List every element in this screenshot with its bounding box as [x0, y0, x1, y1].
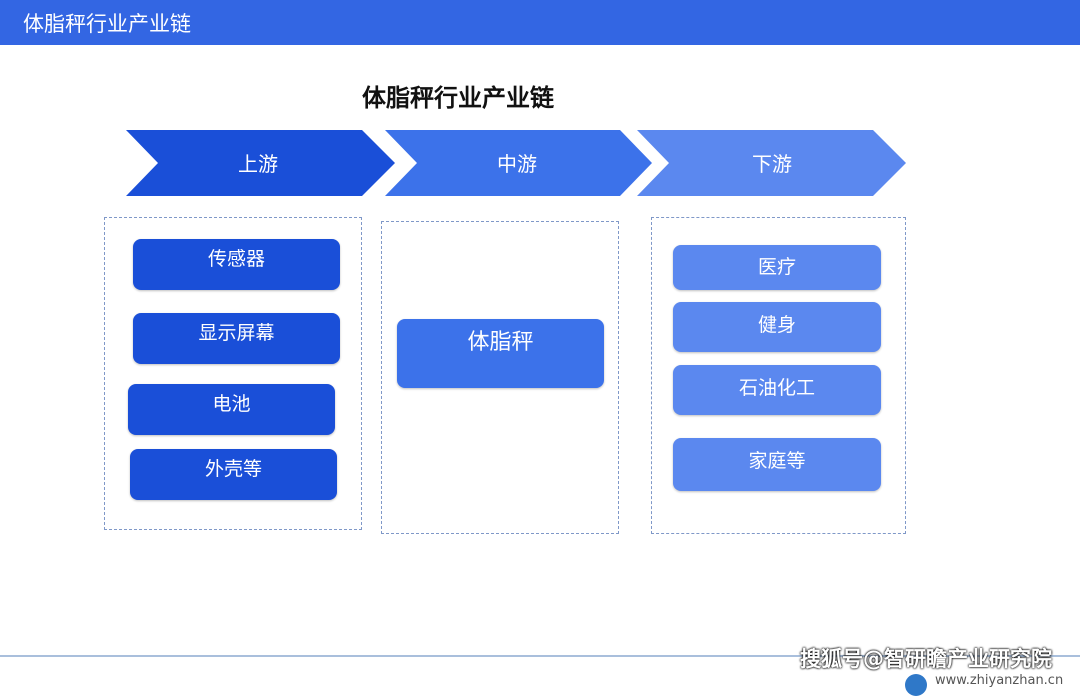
arrow-midstream — [385, 130, 652, 196]
upstream-column — [104, 217, 362, 530]
footer-watermark: 搜狐号@智研瞻产业研究院 — [800, 647, 1052, 671]
upstream-item: 外壳等 — [130, 449, 337, 500]
footer-url: www.zhiyanzhan.cn — [935, 673, 1064, 688]
downstream-item: 医疗 — [673, 245, 881, 290]
midstream-column — [381, 221, 619, 534]
downstream-item: 石油化工 — [673, 365, 881, 415]
upstream-item: 显示屏幕 — [133, 313, 340, 364]
arrow-downstream — [637, 130, 906, 196]
upstream-item: 电池 — [128, 384, 335, 435]
header-bar: 体脂秤行业产业链 — [0, 0, 1080, 45]
stage-label-downstream: 下游 — [752, 152, 792, 176]
upstream-item: 传感器 — [133, 239, 340, 290]
diagram-title: 体脂秤行业产业链 — [362, 83, 554, 112]
stage-label-upstream: 上游 — [238, 152, 278, 176]
logo-icon — [905, 674, 927, 696]
footer-divider — [0, 655, 1080, 657]
downstream-item: 家庭等 — [673, 438, 881, 491]
header-title: 体脂秤行业产业链 — [23, 12, 191, 36]
downstream-column — [651, 217, 906, 534]
stage-label-midstream: 中游 — [497, 152, 537, 176]
midstream-item: 体脂秤 — [397, 319, 604, 388]
arrow-upstream — [126, 130, 395, 196]
downstream-item: 健身 — [673, 302, 881, 352]
